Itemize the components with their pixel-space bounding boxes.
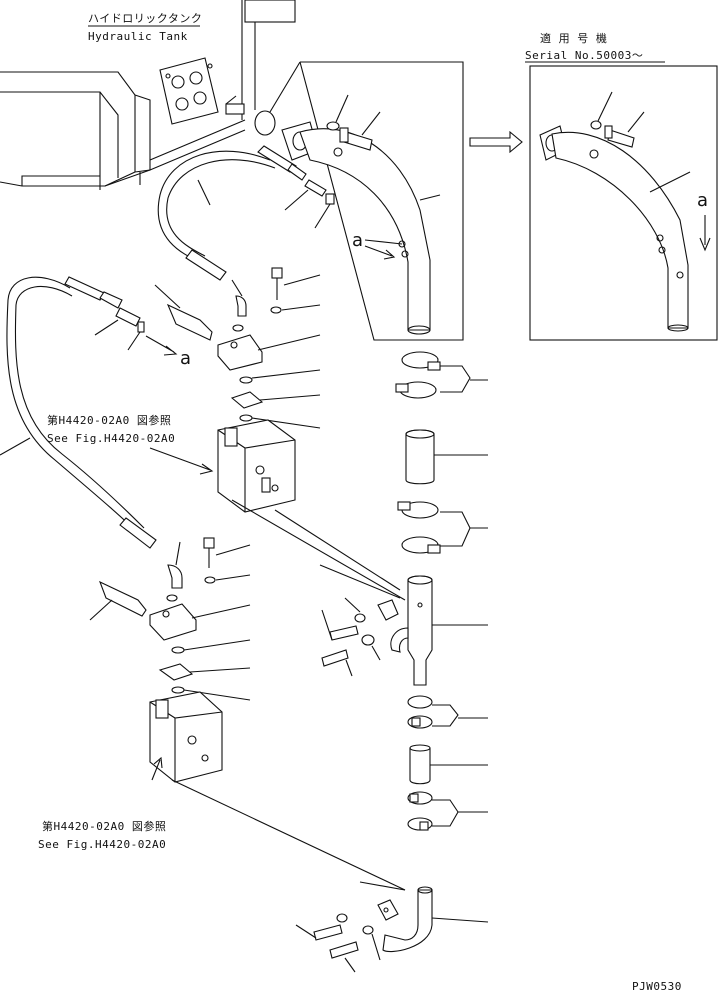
upper-hose [157,145,335,281]
see-fig-en-1: See Fig.H4420-02A0 [47,432,175,445]
serial-label-jp: 適 用 号 機 [540,31,607,45]
ref-a-2: a [697,190,708,211]
left-hose [0,276,157,549]
tank-label-en: Hydraulic Tank [88,30,188,43]
see-fig-jp-2: 第H4420-02A0 図参照 [42,819,166,833]
upper-branch-tube [319,564,488,686]
see-fig-jp-1: 第H4420-02A0 図参照 [47,413,171,427]
upper-valve-group [149,267,321,513]
hydraulic-tank [0,0,301,190]
drawing-code: PJW0530 [632,980,682,993]
see-fig-en-2: See Fig.H4420-02A0 [38,838,166,851]
leader-lines [171,499,406,891]
serial-variant-box [529,65,718,341]
lower-elbow-tube [295,881,489,973]
transition-arrow [469,130,523,154]
lower-hose-sleeve [409,744,488,785]
ref-a-1: a [352,230,363,251]
tank-label-jp: ハイドロリックタンク [88,12,202,25]
ref-a-3: a [180,348,191,369]
middle-clamps [397,501,488,554]
outlet-pipe-assembly [281,61,464,341]
lower-clamps-2 [407,791,488,831]
lower-clamps-1 [407,695,488,729]
upper-hose-sleeve [405,429,488,485]
lower-valve-group [89,537,251,783]
upper-clamps [395,351,488,399]
serial-label-en: Serial No.50003～ [525,49,643,62]
